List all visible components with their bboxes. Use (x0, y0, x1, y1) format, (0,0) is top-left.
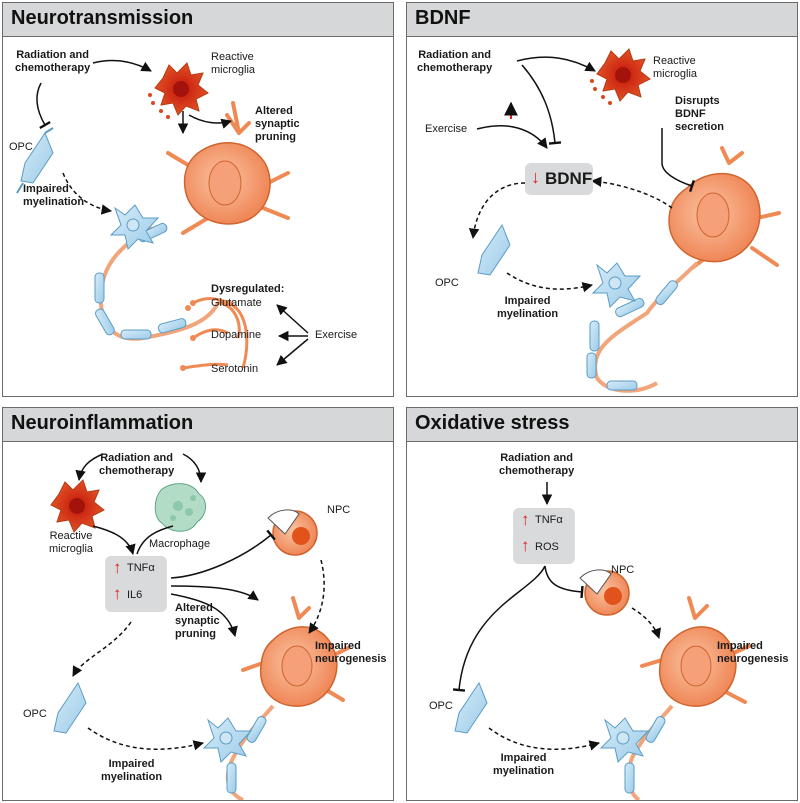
opc-label: OPC (429, 700, 453, 712)
opc-icon (109, 204, 160, 251)
dysregulated-label: Dysregulated: (211, 283, 285, 295)
ros-label: ROS (535, 541, 559, 553)
myelinated-axon (624, 704, 674, 800)
panel-header: BDNF (407, 3, 797, 37)
microglia-icon (590, 48, 651, 105)
panel-bdnf: BDNF (406, 2, 798, 397)
opc-label: OPC (9, 141, 33, 153)
serotonin-label: Serotonin (211, 363, 259, 375)
myelinated-axon (225, 704, 275, 800)
panel-neuroinflammation: Neuroinflammation (2, 407, 394, 801)
neurotransmission-diagram (16, 59, 309, 371)
bdnf-diagram (468, 48, 781, 393)
panel-header: Oxidative stress (407, 408, 797, 442)
microglia-icon (148, 62, 209, 119)
panel-title: BDNF (415, 7, 471, 29)
opc-label: OPC (23, 708, 47, 720)
npc-icon (267, 509, 318, 556)
npc-icon (579, 569, 630, 616)
down-arrow-icon: ↓ (531, 167, 540, 187)
panel-header: Neuroinflammation (3, 408, 393, 442)
neuron-icon (241, 596, 350, 707)
tnf-label: TNFα (127, 562, 155, 574)
tnf-label: TNFα (535, 514, 563, 526)
npc-label: NPC (327, 504, 351, 516)
ros-box: ↑ TNFα ↑ ROS (513, 508, 575, 564)
panel-header: Neurotransmission (3, 3, 393, 37)
up-arrow-icon: ↑ (521, 510, 530, 529)
exercise-label: Exercise (315, 329, 358, 341)
opc-icon (599, 717, 650, 764)
dopamine-label: Dopamine (211, 329, 262, 341)
oxidative-stress-diagram (452, 482, 751, 800)
neuron-icon (640, 596, 751, 707)
exercise-label: Exercise (425, 123, 468, 135)
neuroinflammation-diagram (50, 453, 350, 800)
opc-icon (591, 262, 642, 309)
microglia-icon (50, 479, 105, 533)
panel-title: Neurotransmission (11, 7, 194, 29)
macrophage-label: Macrophage (149, 538, 211, 550)
npc-label: NPC (611, 564, 635, 576)
myelinated-axon (94, 222, 249, 371)
panel-oxidative-stress: Oxidative stress Radiatio (406, 407, 798, 801)
glutamate-label: Glutamate (211, 297, 262, 309)
macrophage-icon (154, 483, 206, 532)
bdnf-box: ↓ BDNF (525, 163, 593, 195)
opc-icon (16, 127, 54, 194)
cytokine-box: ↑ TNFα ↑ IL6 (105, 556, 167, 612)
neuron-icon (166, 101, 290, 235)
neuron-icon (668, 146, 781, 270)
myelinated-axon (586, 261, 699, 393)
up-arrow-icon: ↑ (113, 584, 122, 603)
up-arrow-icon: ↑ (521, 536, 530, 555)
il6-label: IL6 (127, 589, 143, 601)
opc-icon (477, 223, 511, 276)
opc-icon (454, 681, 488, 734)
panel-neurotransmission: Neurotransmission (2, 2, 394, 397)
up-arrow-icon: ↑ (113, 558, 122, 577)
opc-icon (53, 681, 87, 734)
opc-label: OPC (435, 277, 459, 289)
bdnf-label: BDNF (545, 169, 593, 188)
panel-title: Neuroinflammation (11, 412, 194, 434)
panel-title: Oxidative stress (415, 412, 570, 434)
